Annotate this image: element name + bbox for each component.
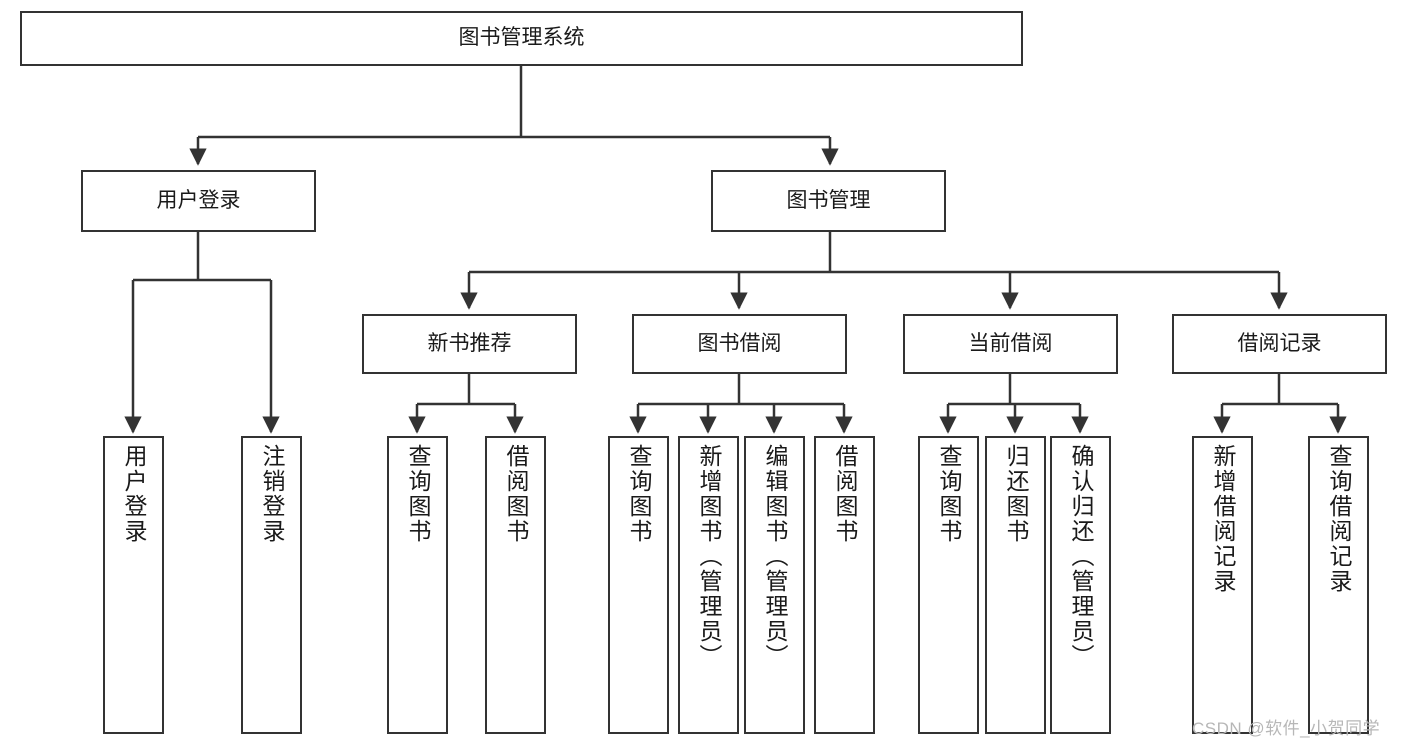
node-borrow-record[interactable]: 借阅记录 <box>1172 314 1387 374</box>
node-leaf-query-book-2[interactable]: 查询图书 <box>608 436 669 734</box>
node-leaf-add-record[interactable]: 新增借阅记录 <box>1192 436 1253 734</box>
node-book-borrow[interactable]: 图书借阅 <box>632 314 847 374</box>
node-leaf-borrow-book-1-label: 借阅图书 <box>503 444 529 544</box>
node-leaf-add-book[interactable]: 新增图书（管理员） <box>678 436 739 734</box>
node-leaf-borrow-book-2-label: 借阅图书 <box>832 444 858 544</box>
node-leaf-query-record-label: 查询借阅记录 <box>1326 444 1352 594</box>
node-leaf-return-book-label: 归还图书 <box>1003 444 1029 544</box>
node-root[interactable]: 图书管理系统 <box>20 11 1023 66</box>
node-leaf-query-record[interactable]: 查询借阅记录 <box>1308 436 1369 734</box>
node-current-borrow[interactable]: 当前借阅 <box>903 314 1118 374</box>
node-leaf-query-book-3[interactable]: 查询图书 <box>918 436 979 734</box>
node-leaf-query-book-3-label: 查询图书 <box>936 444 962 544</box>
node-leaf-add-book-label: 新增图书（管理员） <box>696 444 722 669</box>
node-leaf-edit-book-label: 编辑图书（管理员） <box>762 444 788 669</box>
node-leaf-return-book[interactable]: 归还图书 <box>985 436 1046 734</box>
node-leaf-edit-book[interactable]: 编辑图书（管理员） <box>744 436 805 734</box>
node-new-book-recommend-label: 新书推荐 <box>427 331 512 355</box>
node-leaf-borrow-book-2[interactable]: 借阅图书 <box>814 436 875 734</box>
node-leaf-query-book-1[interactable]: 查询图书 <box>387 436 448 734</box>
node-book-manage-label: 图书管理 <box>786 188 871 212</box>
node-root-label: 图书管理系统 <box>458 26 585 50</box>
node-leaf-add-record-label: 新增借阅记录 <box>1210 444 1236 594</box>
node-user-login-label: 用户登录 <box>156 188 241 212</box>
node-book-borrow-label: 图书借阅 <box>697 331 782 355</box>
node-borrow-record-label: 借阅记录 <box>1237 331 1322 355</box>
node-leaf-borrow-book-1[interactable]: 借阅图书 <box>485 436 546 734</box>
node-leaf-confirm-return[interactable]: 确认归还（管理员） <box>1050 436 1111 734</box>
node-leaf-confirm-return-label: 确认归还（管理员） <box>1068 444 1094 669</box>
node-user-login[interactable]: 用户登录 <box>81 170 316 232</box>
node-leaf-query-book-2-label: 查询图书 <box>626 444 652 544</box>
node-leaf-user-login-label: 用户登录 <box>121 444 147 544</box>
node-leaf-logout[interactable]: 注销登录 <box>241 436 302 734</box>
node-current-borrow-label: 当前借阅 <box>968 331 1053 355</box>
node-leaf-logout-label: 注销登录 <box>259 444 285 544</box>
node-leaf-query-book-1-label: 查询图书 <box>405 444 431 544</box>
node-new-book-recommend[interactable]: 新书推荐 <box>362 314 577 374</box>
node-book-manage[interactable]: 图书管理 <box>711 170 946 232</box>
node-leaf-user-login[interactable]: 用户登录 <box>103 436 164 734</box>
